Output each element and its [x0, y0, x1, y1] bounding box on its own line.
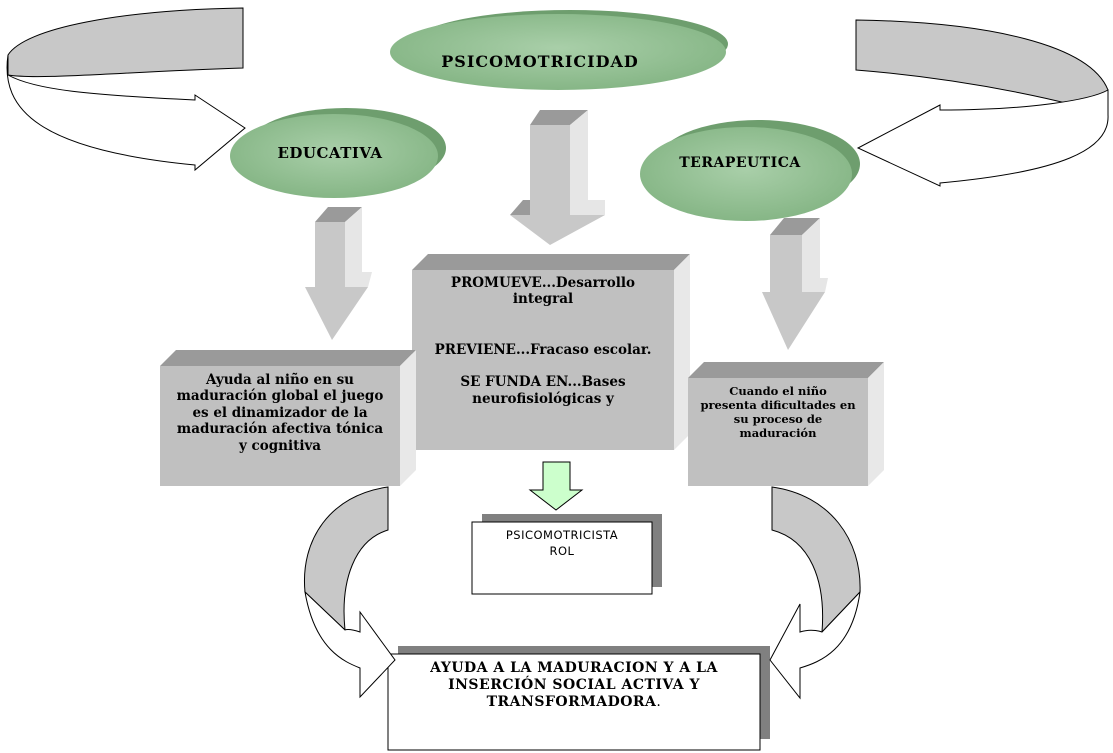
down-arrow-right [762, 218, 828, 350]
right-box-text: Cuando el niño presenta dificultades en … [700, 384, 856, 441]
center-box-3d [412, 254, 690, 450]
down-arrow-left [305, 207, 372, 340]
bottom-main-text: AYUDA A LA MADURACION Y A LA INSERCIÓN S… [430, 660, 718, 711]
node-terapeutica: TERAPEUTICA [679, 155, 801, 171]
rol-line-2: ROL [549, 544, 575, 559]
curved-arrow-top-right [855, 19, 1109, 187]
left-box-3d [160, 350, 416, 486]
green-down-arrow [528, 461, 584, 511]
node-educativa: EDUCATIVA [277, 144, 383, 162]
promueve-text: PROMUEVE...Desarrollo integral [450, 275, 636, 308]
curved-arrow-bottom-left [303, 486, 396, 699]
curved-arrow-bottom-right [769, 486, 861, 700]
rol-box [471, 514, 662, 595]
node-psicomotricidad: PSICOMOTRICIDAD [441, 52, 639, 71]
ellipse-terapeutica [640, 120, 860, 221]
ellipse-educativa [230, 108, 446, 198]
right-box-3d [688, 362, 884, 486]
rol-line-1: PSICOMOTRICISTA [505, 528, 619, 542]
curved-arrow-top-left [6, 7, 246, 172]
left-box-text: Ayuda al niño en su maduración global el… [176, 372, 384, 454]
bottom-box [387, 646, 770, 751]
bottom-box-text: AYUDA A LA MADURACION Y A LA INSERCIÓN S… [400, 660, 748, 711]
previene-text: PREVIENE...Fracaso escolar. [434, 341, 652, 358]
bottom-suffix: . [656, 694, 662, 711]
ellipse-psicomotricidad [390, 10, 728, 90]
center-box-text: PROMUEVE...Desarrollo integral PREVIENE.… [430, 275, 656, 407]
rol-box-text: PSICOMOTRICISTA ROL [476, 528, 648, 558]
down-arrow-center [510, 110, 605, 245]
se-funda-text: SE FUNDA EN...Bases neurofisiológicas y [460, 374, 626, 407]
